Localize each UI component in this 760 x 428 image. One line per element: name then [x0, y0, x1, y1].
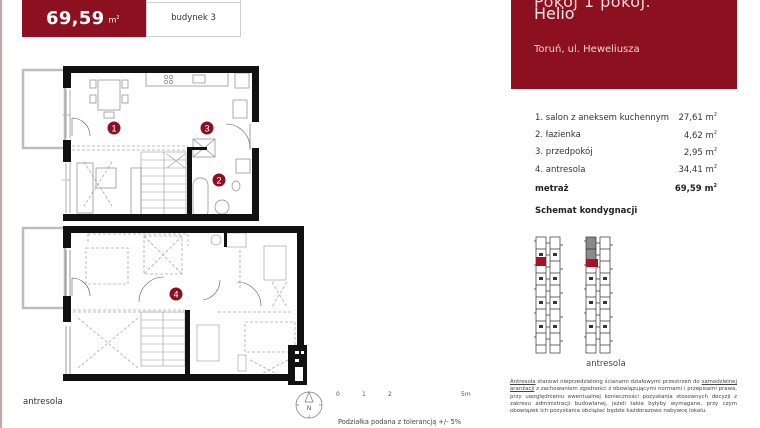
sup: 2 [713, 146, 717, 153]
scale-tick: 1 [362, 391, 366, 398]
sup: 2 [713, 129, 717, 136]
room-area: 34,41 m2 [678, 164, 717, 175]
total-area-text: 69,59 m [674, 184, 714, 195]
svg-text:1: 1 [111, 124, 116, 134]
compass-icon [295, 391, 323, 419]
room-area-value: 34,41 m [678, 164, 714, 175]
total-area-unit: m2 [108, 15, 119, 25]
total-area: 69,59 m2 [675, 183, 717, 194]
mezzanine-disclaimer: Antresola stanowi nieprzedzielong ściana… [510, 379, 737, 415]
note-link-antresola: Antresola [510, 379, 536, 385]
scale-tick: 0 [336, 391, 340, 398]
unit-text: m [108, 15, 117, 25]
unit-sup: 2 [116, 14, 120, 21]
balcony [21, 68, 67, 150]
room-area-value: 4,62 m [683, 130, 714, 141]
sup: 2 [713, 183, 717, 190]
room-row: 4. antresola 34,41 m2 [535, 161, 717, 178]
room-label: 1. salon z aneksem kuchennym [535, 112, 670, 123]
building-badge: budynek 3 [146, 0, 241, 37]
room-area: 27,61 m2 [678, 112, 717, 123]
room-row: 2. łazienka 4,62 m2 [535, 126, 717, 143]
building-label: budynek 3 [171, 13, 216, 23]
sup: 2 [713, 112, 717, 119]
note-text: stanowi nieprzedzielong ścianami działow… [535, 379, 702, 385]
investment-address: Toruń, ul. Heweliusza [534, 44, 640, 55]
floor-plan: 1 2 3 [21, 66, 323, 419]
mezzanine-balcony [21, 226, 67, 310]
building-box-divider [146, 2, 241, 3]
highlighted-unit [586, 259, 598, 267]
total-area-badge: 69,59 m2 [22, 0, 146, 37]
svg-text:N: N [307, 406, 311, 412]
investment-name: Helio [534, 4, 575, 23]
room-area: 2,95 m2 [684, 147, 717, 158]
rooms-table: 1. salon z aneksem kuchennym 27,61 m2 2.… [535, 109, 717, 197]
floor-schematic-title: Schemat kondygnacji [535, 206, 638, 216]
scale-tick: 5m [461, 391, 471, 398]
room-area-value: 2,95 m [683, 147, 714, 158]
room-label: 3. przedpokój [535, 147, 593, 158]
investment-heading-partial: Pokój 1 pokoj. [534, 0, 652, 11]
room-row: 1. salon z aneksem kuchennym 27,61 m2 [535, 109, 717, 126]
svg-text:2: 2 [216, 176, 221, 186]
svg-text:4: 4 [173, 290, 178, 300]
building-schematic-ground [534, 236, 563, 354]
total-row: metraż 69,59 m2 [535, 180, 717, 197]
room-area: 4,62 m2 [684, 130, 717, 141]
investment-card: Pokój 1 pokoj. Helio Toruń, ul. Hewelius… [511, 0, 737, 89]
room-label: 2. łazienka [535, 129, 581, 140]
room-markers: 1 2 3 [107, 121, 226, 187]
building-schematic-mezzanine [584, 236, 613, 354]
room-area-value: 27,61 m [678, 113, 714, 124]
floor-plan-label: antresola [23, 397, 63, 407]
note-text: z zachowaniem zgodności z obowiązującymi… [510, 386, 737, 415]
room-label: 4. antresola [535, 164, 586, 175]
highlighted-unit [536, 257, 546, 266]
schematic-label: antresola [586, 359, 626, 369]
svg-text:3: 3 [204, 124, 209, 134]
sup: 2 [713, 164, 717, 171]
scale-caption: Podziałka podana z tolerancją +/- 5% [338, 418, 462, 426]
total-area-value: 69,59 [46, 8, 105, 29]
scale-tick: 2 [388, 391, 392, 398]
note-link-arrangement: samodzielnej aranżacji [510, 379, 737, 393]
room-row: 3. przedpokój 2,95 m2 [535, 144, 717, 161]
total-label: metraż [535, 183, 569, 194]
page-edge-rule [0, 0, 2, 428]
